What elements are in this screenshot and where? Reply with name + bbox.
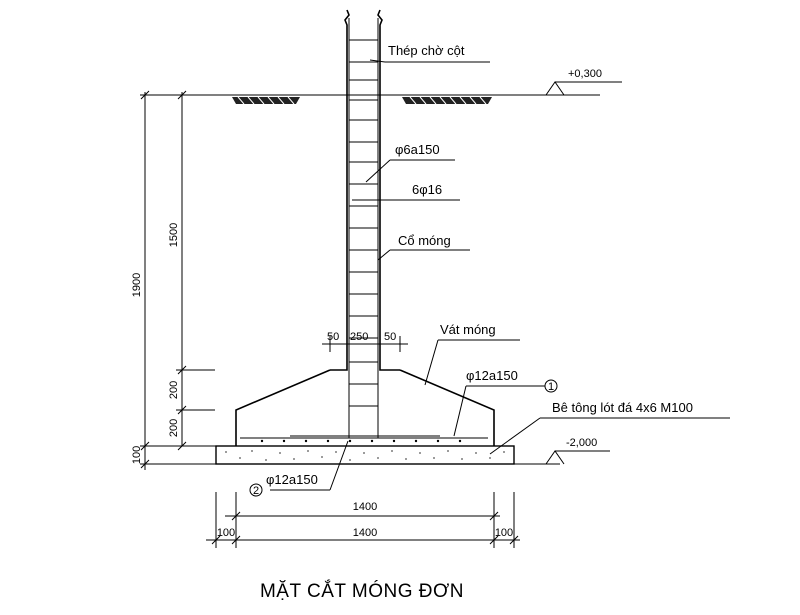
level-mark-bottom xyxy=(514,450,610,465)
label-column-starter: Thép chờ cột xyxy=(388,43,465,58)
rebar-dots xyxy=(260,439,462,443)
level-mark-top xyxy=(545,81,622,96)
leader-lines xyxy=(270,59,730,491)
soil-hatch-left xyxy=(232,96,300,105)
dim-250: 250 xyxy=(350,331,368,343)
horizontal-dimension-lines xyxy=(206,492,520,548)
label-main-bars: 6φ16 xyxy=(412,182,442,197)
dim-1900: 1900 xyxy=(131,273,143,297)
level-top-label: +0,300 xyxy=(568,68,602,80)
dim-100-right: 100 xyxy=(495,527,513,539)
label-lean-concrete: Bê tông lót đá 4x6 M100 xyxy=(552,400,693,415)
vertical-dimension-lines xyxy=(140,90,216,470)
column-neck xyxy=(330,9,400,438)
lean-concrete-layer xyxy=(215,445,515,465)
label-bottom-rebar: φ12a150 xyxy=(266,472,318,487)
dim-100-left: 100 xyxy=(217,527,235,539)
level-bottom-label: -2,000 xyxy=(566,437,597,449)
stirrups xyxy=(349,39,378,407)
label-stirrups: φ6a150 xyxy=(395,142,440,157)
soil-hatch-right xyxy=(402,96,492,105)
marker-1-circle xyxy=(544,379,558,393)
dim-1400-lower: 1400 xyxy=(353,527,377,539)
dim-1500: 1500 xyxy=(168,223,180,247)
footing-outline xyxy=(235,369,495,446)
dim-200-upper: 200 xyxy=(168,381,180,399)
dim-200-lower: 200 xyxy=(168,419,180,437)
column-width-dimension xyxy=(322,336,408,352)
dim-50-right: 50 xyxy=(384,331,396,343)
drawing-title: MẶT CẮT MÓNG ĐƠN xyxy=(260,580,464,602)
dim-50-left: 50 xyxy=(327,331,339,343)
label-neck: Cổ móng xyxy=(398,233,451,248)
marker-1-label: 1 xyxy=(548,381,554,393)
marker-2-label: 2 xyxy=(253,485,259,497)
label-top-rebar: φ12a150 xyxy=(466,368,518,383)
dim-100: 100 xyxy=(131,446,143,464)
dim-1400-upper: 1400 xyxy=(353,501,377,513)
marker-2-circle xyxy=(249,483,263,497)
label-slope: Vát móng xyxy=(440,322,496,337)
